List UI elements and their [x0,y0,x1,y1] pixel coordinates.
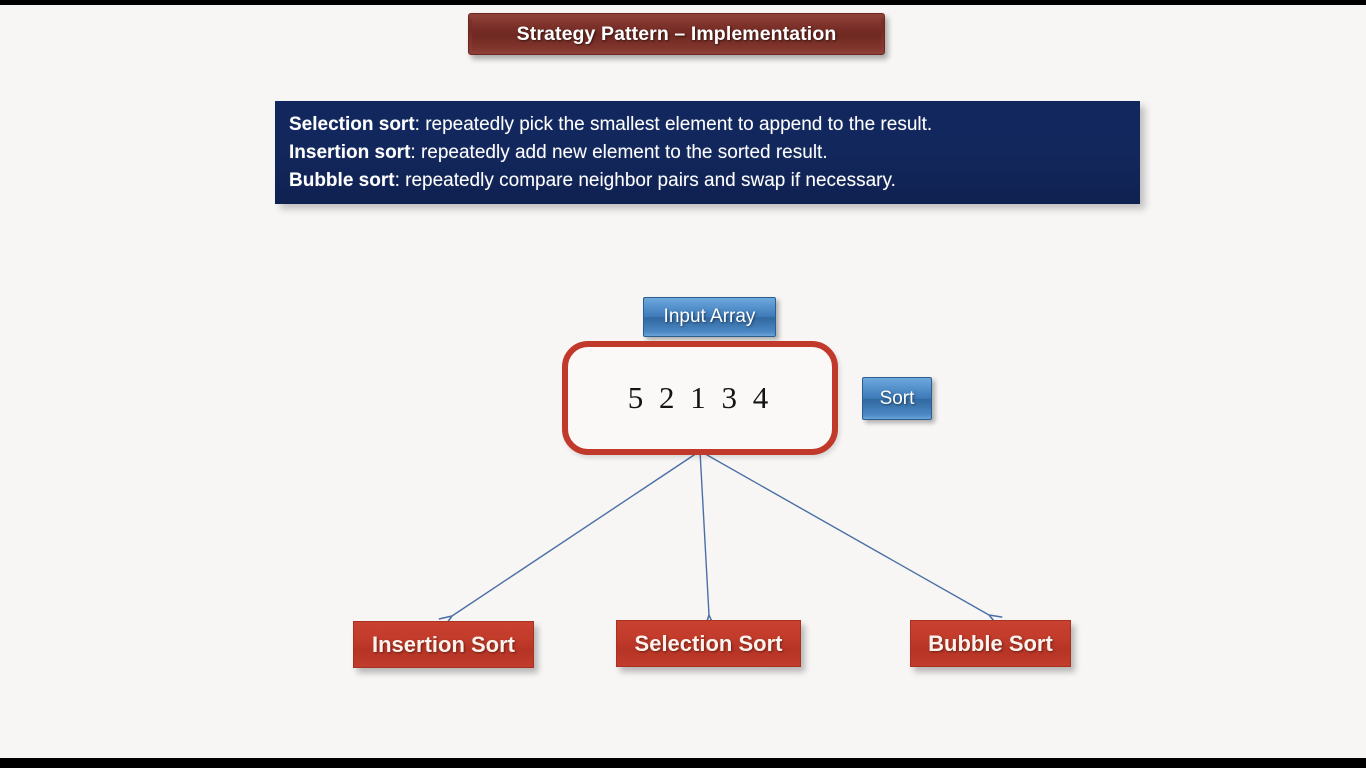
array-values: 5 2 1 3 4 [627,380,773,415]
strategy-label: Insertion Sort [371,631,515,657]
page-title: Strategy Pattern – Implementation [516,22,837,45]
strategy-box-bubble-sort[interactable]: Bubble Sort [910,620,1071,667]
slide-title-banner: Strategy Pattern – Implementation [468,13,885,55]
arrow-array-to-insertion-sort [438,439,714,628]
description-term: Selection sort [289,114,415,135]
slide-canvas: Strategy Pattern – Implementation Select… [0,5,1366,758]
sort-button-label: Sort [879,387,915,409]
letterbox-bar-top [0,0,1366,5]
strategy-box-selection-sort[interactable]: Selection Sort [616,620,801,667]
description-line-bubble-sort: Bubble sort: repeatedly compare neighbor… [289,167,1140,195]
arrow-array-to-bubble-sort [686,440,1003,626]
sort-button[interactable]: Sort [862,377,932,420]
strategy-box-insertion-sort[interactable]: Insertion Sort [353,621,534,668]
description-term: Insertion sort [289,142,411,163]
description-detail: : repeatedly compare neighbor pairs and … [394,170,896,191]
description-line-insertion-sort: Insertion sort: repeatedly add new eleme… [289,139,1140,167]
input-array-box: 5 2 1 3 4 [562,341,838,455]
description-panel: Selection sort: repeatedly pick the smal… [275,101,1140,204]
description-term: Bubble sort [289,170,395,191]
strategy-label: Bubble Sort [928,630,1053,656]
input-array-label-button[interactable]: Input Array [643,297,776,337]
description-line-selection-sort: Selection sort: repeatedly pick the smal… [289,111,1140,139]
description-detail: : repeatedly add new element to the sort… [410,142,828,163]
description-detail: : repeatedly pick the smallest element t… [414,114,933,135]
letterbox-bar-bottom [0,758,1366,768]
input-array-label: Input Array [663,306,756,327]
strategy-label: Selection Sort [634,630,783,656]
arrow-array-to-selection-sort [693,437,716,629]
